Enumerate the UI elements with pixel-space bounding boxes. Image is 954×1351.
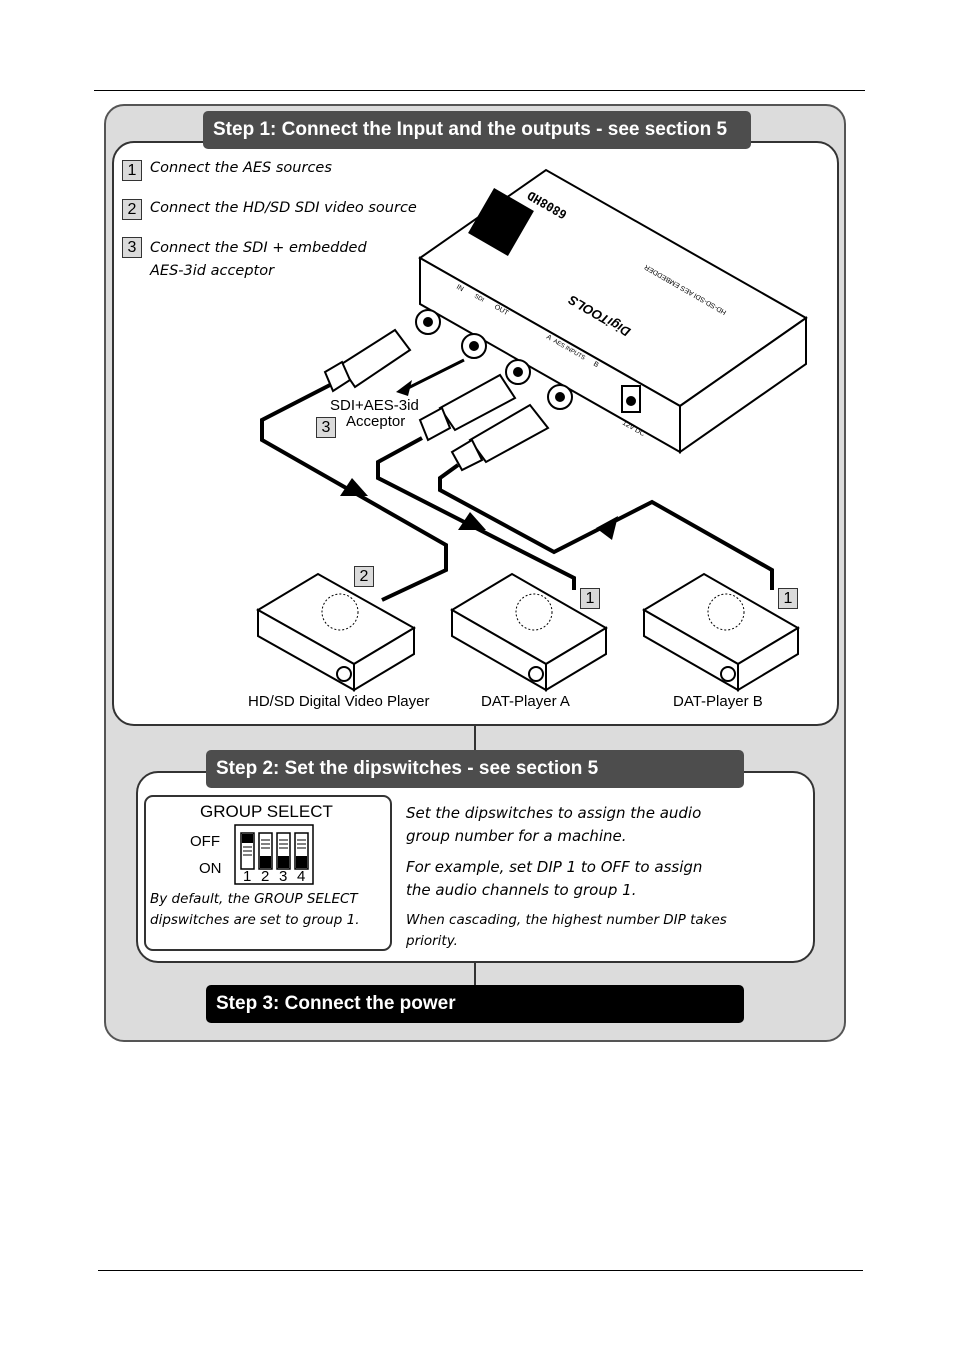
player-dat-a (450, 572, 608, 692)
player-hd-sd-number: 2 (354, 566, 374, 587)
bnc-connectors (415, 309, 573, 410)
player-dat-a-label: DAT-Player A (481, 693, 570, 710)
label-aes-b: B (592, 361, 600, 370)
step1-item3-text: Connect the SDI + embedded (150, 240, 367, 256)
player-dat-b-number: 1 (778, 588, 798, 609)
label-aes-a: A (545, 334, 553, 343)
instruction-p1-line2: group number for a machine. (406, 827, 627, 845)
step1-item3-number: 3 (122, 237, 142, 258)
step3-banner: Step 3: Connect the power (206, 985, 744, 1023)
step2-banner: Step 2: Set the dipswitches - see sectio… (206, 750, 744, 788)
dip-number-1: 1 (243, 868, 252, 885)
acceptor-number: 3 (316, 417, 336, 438)
dip-number-4: 4 (297, 868, 306, 885)
player-dat-b-label: DAT-Player B (673, 693, 763, 710)
top-rule (94, 90, 865, 91)
step1-item2-number: 2 (122, 199, 142, 220)
label-sdi-in: IN (455, 284, 465, 294)
dip-number-3: 3 (279, 868, 288, 885)
step1-item1-number: 1 (122, 160, 142, 181)
signal-arrows (340, 380, 618, 540)
instruction-p2-line1: For example, set DIP 1 to OFF to assign (406, 858, 703, 876)
step1-item1-text: Connect the AES sources (150, 160, 332, 176)
cable-plugs (323, 328, 550, 472)
dip-number-2: 2 (261, 868, 270, 885)
player-dat-b (642, 572, 800, 692)
acceptor-label-line2: Acceptor (346, 413, 406, 430)
acceptor-label-line1: SDI+AES-3id (330, 397, 419, 414)
instruction-p3-line1: When cascading, the highest number DIP t… (406, 912, 727, 928)
step1-banner: Step 1: Connect the Input and the output… (203, 111, 751, 149)
player-hd-sd (256, 572, 416, 692)
instruction-p3-line2: priority. (406, 933, 458, 949)
embedder-device (418, 168, 808, 454)
dip-on-label: ON (199, 860, 222, 877)
instruction-p1-line1: Set the dipswitches to assign the audio (406, 804, 702, 822)
default-note-line1: By default, the GROUP SELECT (150, 891, 358, 907)
connector-1-2 (474, 726, 476, 750)
label-sdi: SDI (473, 294, 485, 304)
connector-2-3 (474, 962, 476, 986)
step1-item3-text2: AES-3id acceptor (150, 263, 275, 279)
dip-off-label: OFF (190, 833, 220, 850)
group-select-title: GROUP SELECT (200, 802, 333, 821)
default-note-line2: dipswitches are set to group 1. (150, 912, 360, 928)
instruction-p2-line2: the audio channels to group 1. (406, 881, 637, 899)
bottom-rule (98, 1270, 863, 1271)
step1-item2-text: Connect the HD/SD SDI video source (150, 200, 417, 216)
kramer-logo (468, 187, 534, 257)
player-hd-sd-label: HD/SD Digital Video Player (248, 693, 430, 710)
player-dat-a-number: 1 (580, 588, 600, 609)
